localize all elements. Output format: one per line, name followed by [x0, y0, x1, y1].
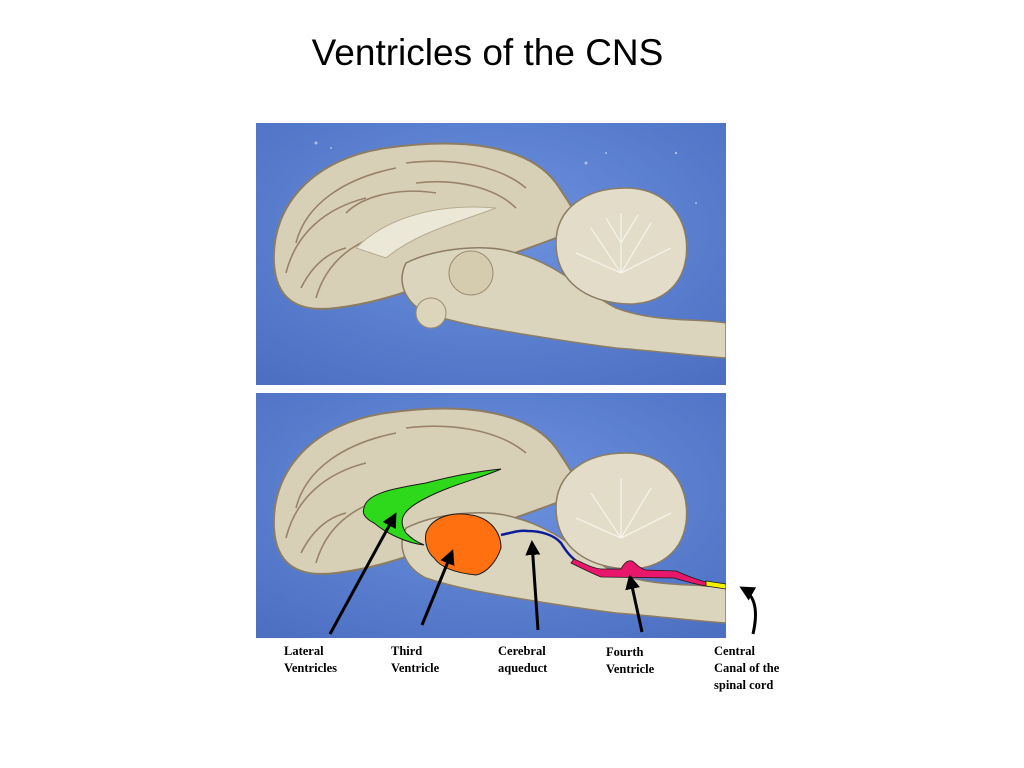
label-lateral-ventricles: Lateral Ventricles	[284, 644, 337, 675]
label-third-ventricle: Third Ventricle	[391, 644, 440, 675]
brain-photo-unlabeled	[256, 123, 726, 385]
label-fourth-ventricle: Fourth Ventricle	[606, 645, 655, 676]
cerebral-aqueduct-path	[500, 529, 577, 562]
page-title: Ventricles of the CNS	[311, 32, 664, 73]
arrow-central-canal	[739, 586, 757, 635]
central-canal-region	[705, 580, 726, 590]
brain-photo-labeled	[256, 393, 726, 638]
label-central-canal: Central Canal of the spinal cord	[714, 644, 780, 692]
fourth-ventricle-region	[570, 558, 707, 587]
label-cerebral-aqueduct: Cerebral aqueduct	[498, 644, 548, 675]
